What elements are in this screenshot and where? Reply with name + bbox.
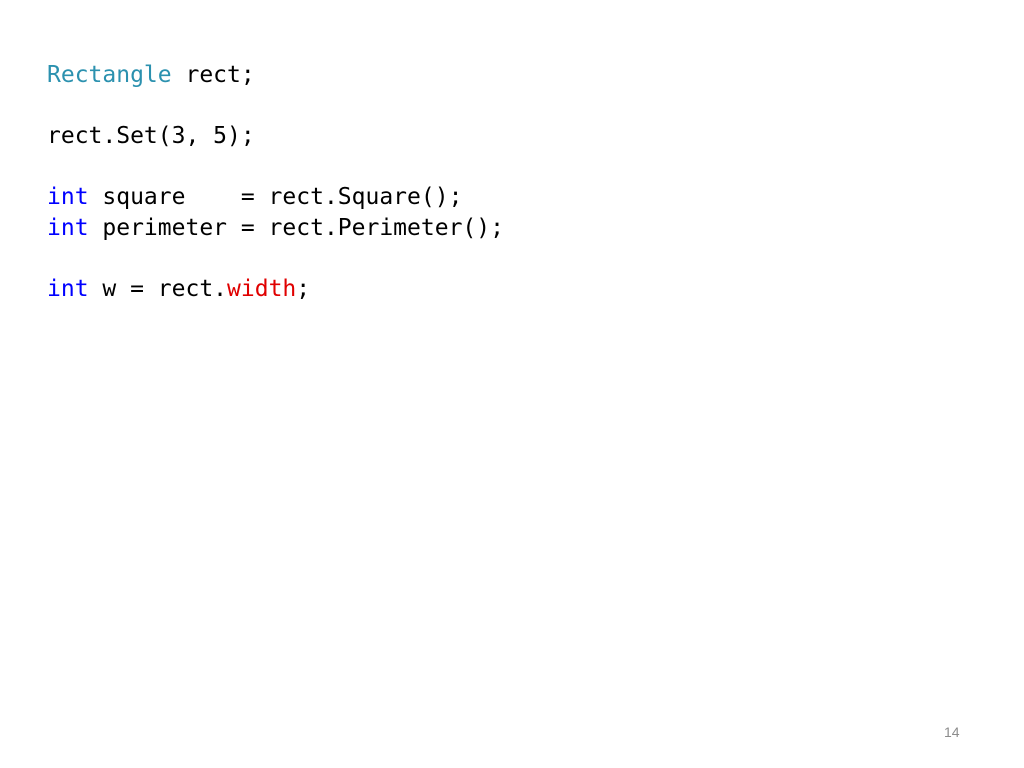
code-token-type: Rectangle [47,62,172,88]
code-token-keyword: int [47,214,89,241]
code-token-plain: perimeter = rect.Perimeter(); [88,214,504,241]
code-token-plain: rect; [171,62,255,88]
code-token-plain: w = rect. [88,275,228,302]
code-token-plain: square = rect.Square(); [88,184,463,210]
code-token-plain: ; [296,275,311,302]
code-line: Rectangle rect; [47,60,504,91]
code-line: int w = rect.width; [47,274,504,305]
page-number: 14 [944,724,960,740]
code-token-keyword: int [47,275,89,302]
code-token-plain: rect.Set(3, 5); [47,123,255,149]
code-line: rect.Set(3, 5); [47,121,504,152]
code-token-keyword: int [47,184,89,210]
code-line: int perimeter = rect.Perimeter(); [47,213,504,244]
code-block: Rectangle rect; rect.Set(3, 5); int square… [47,60,504,304]
code-token-error: width [227,275,297,302]
code-line: int square = rect.Square(); [47,182,504,213]
code-line-blank [47,243,504,274]
code-line-blank [47,152,504,183]
code-line-blank [47,91,504,122]
